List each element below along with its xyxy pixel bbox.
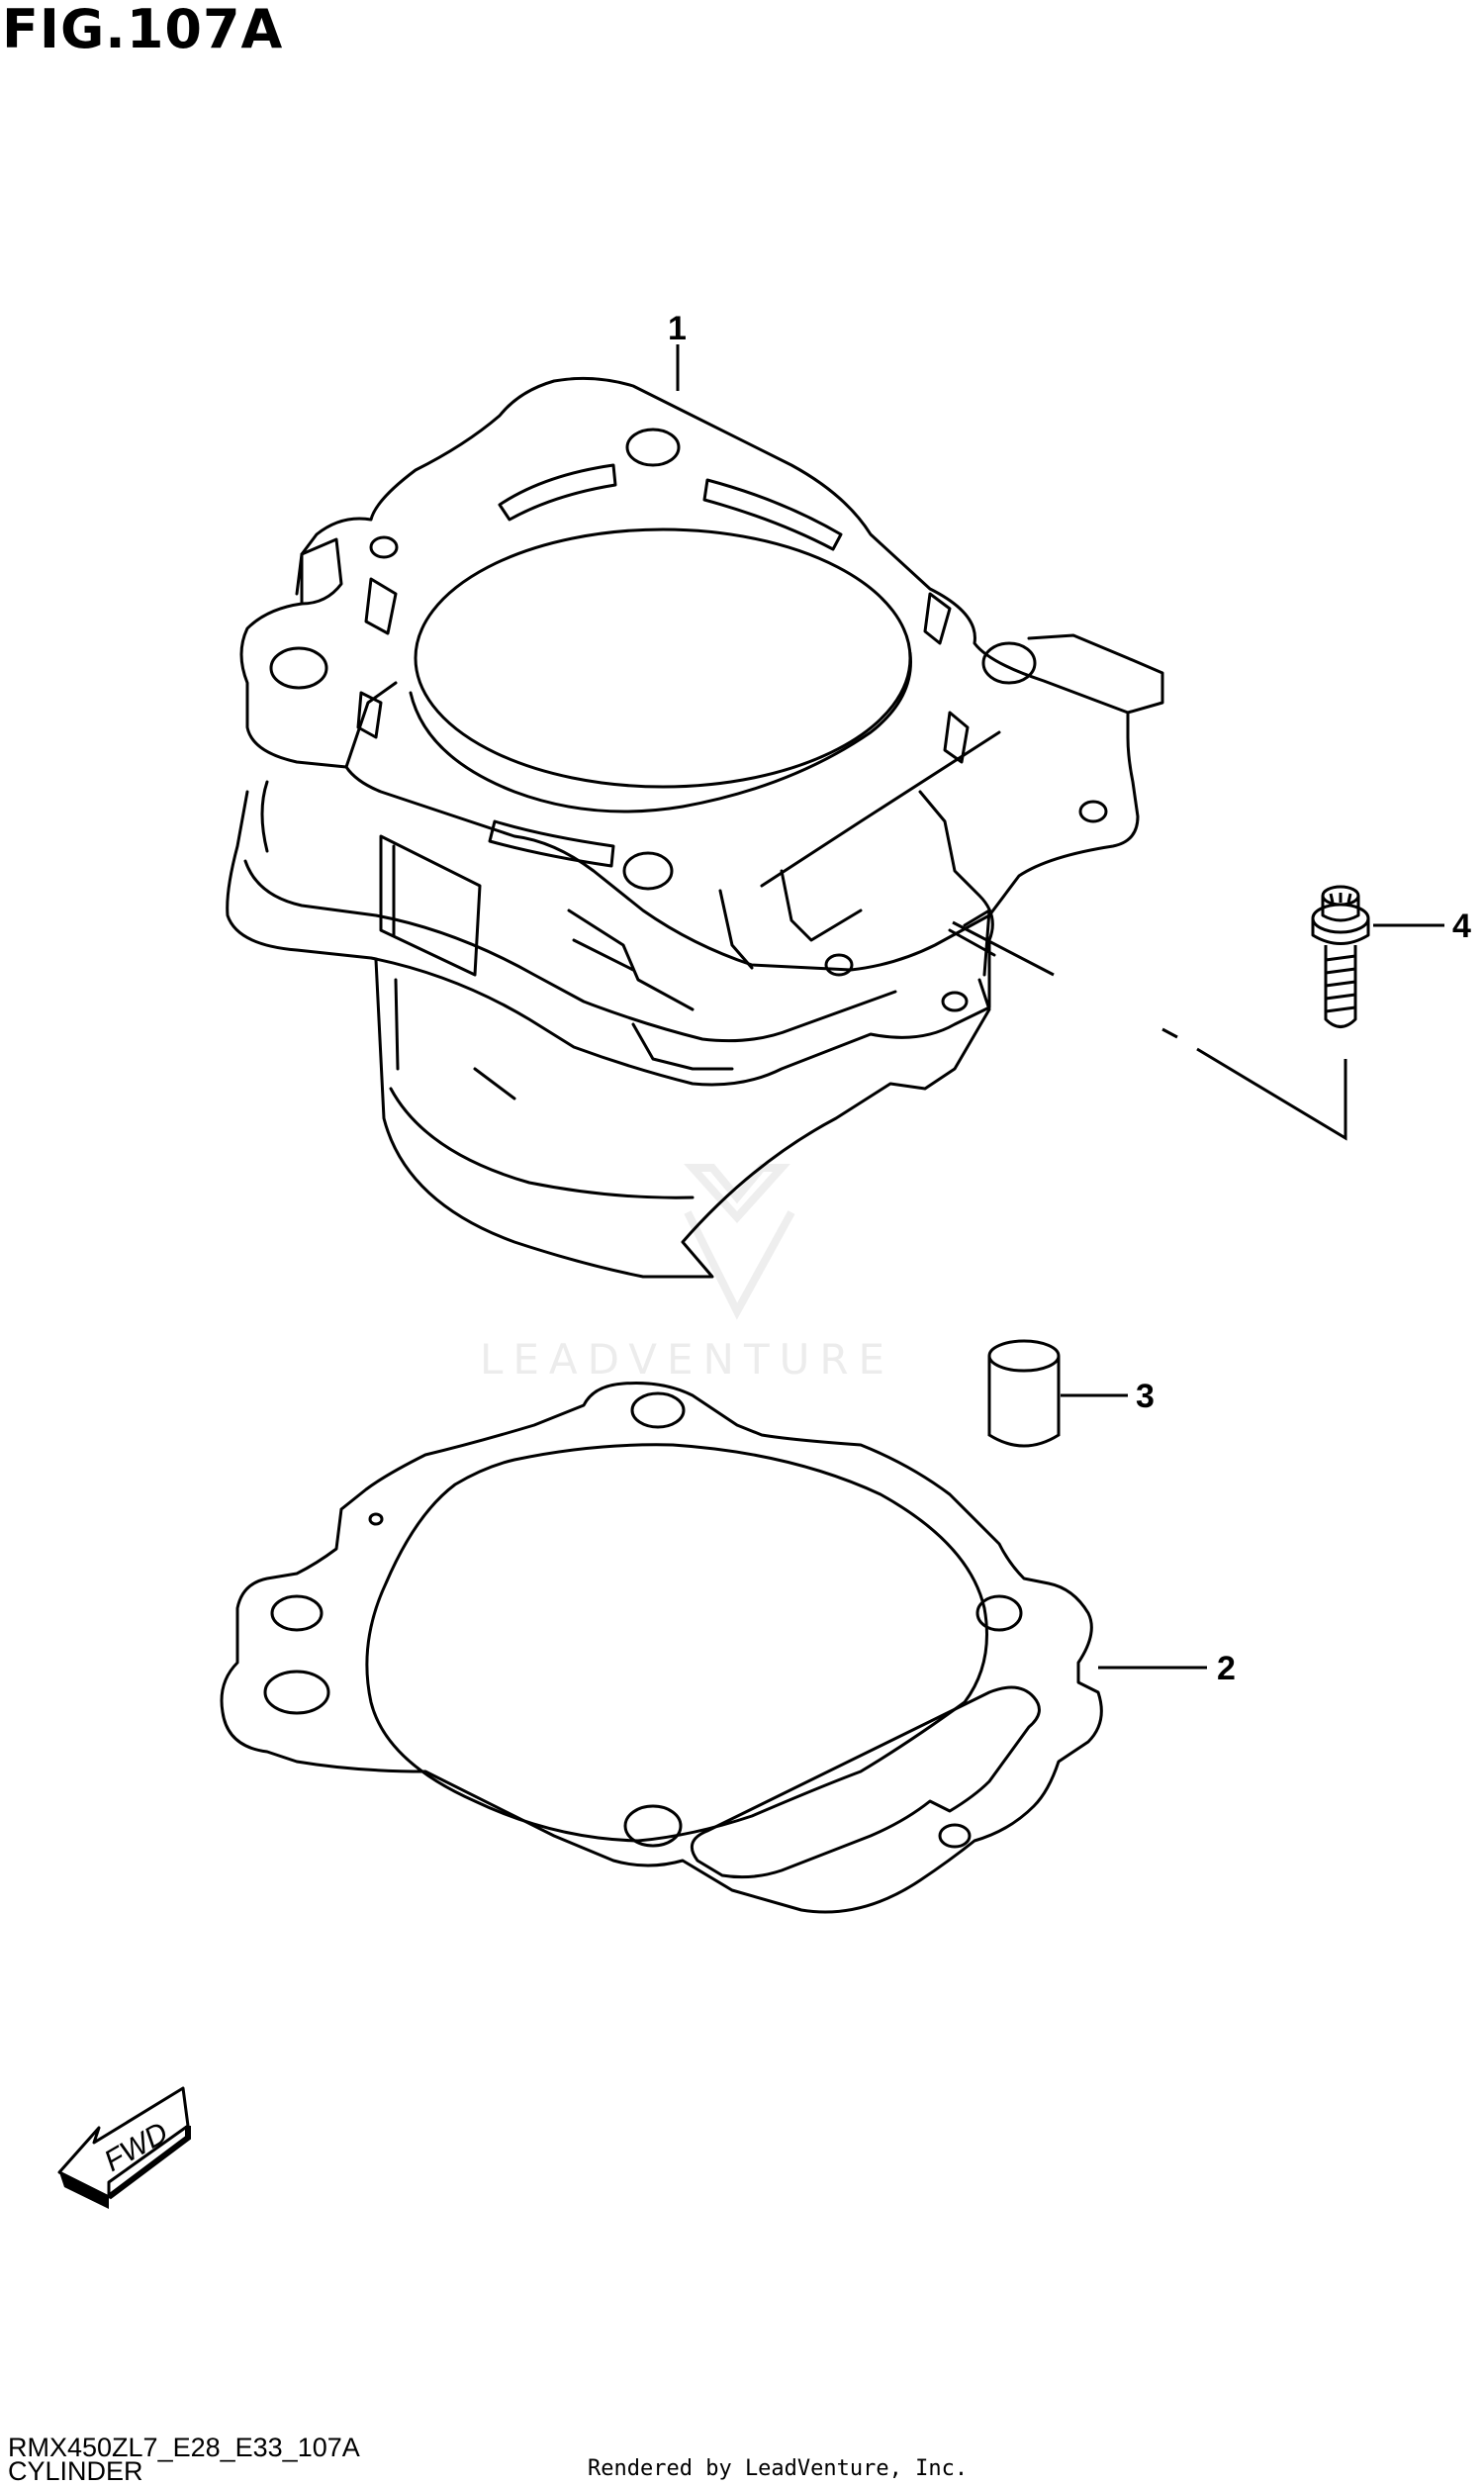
callout-2: 2 [1217, 1650, 1236, 1687]
watermark-logo [684, 1164, 795, 1320]
leader-dash-1 [952, 920, 1055, 977]
rendered-credit: Rendered by LeadVenture, Inc. [588, 2456, 969, 2481]
dowel-pin-drawing[interactable] [987, 1339, 1061, 1448]
cylinder-drawing[interactable] [226, 376, 1164, 1279]
callout-1: 1 [668, 310, 687, 347]
fwd-arrow-icon: FWD [57, 2086, 191, 2209]
watermark-text: LEADVENTURE [480, 1335, 894, 1384]
leader-line-bolt-location [1196, 1047, 1347, 1141]
callout-4: 4 [1452, 908, 1471, 945]
leader-dash-2 [1161, 1027, 1178, 1039]
callout-3: 3 [1136, 1378, 1155, 1415]
figure-name: CYLINDER [8, 2456, 143, 2486]
gasket-drawing[interactable] [220, 1382, 1103, 1914]
bolt-drawing[interactable] [1311, 885, 1370, 1028]
figure-code: RMX450ZL7_E28_E33_107A [8, 2433, 360, 2462]
figure-title: FIG.107A [2, 0, 284, 60]
cylinder-dowel-hole [941, 991, 969, 1012]
